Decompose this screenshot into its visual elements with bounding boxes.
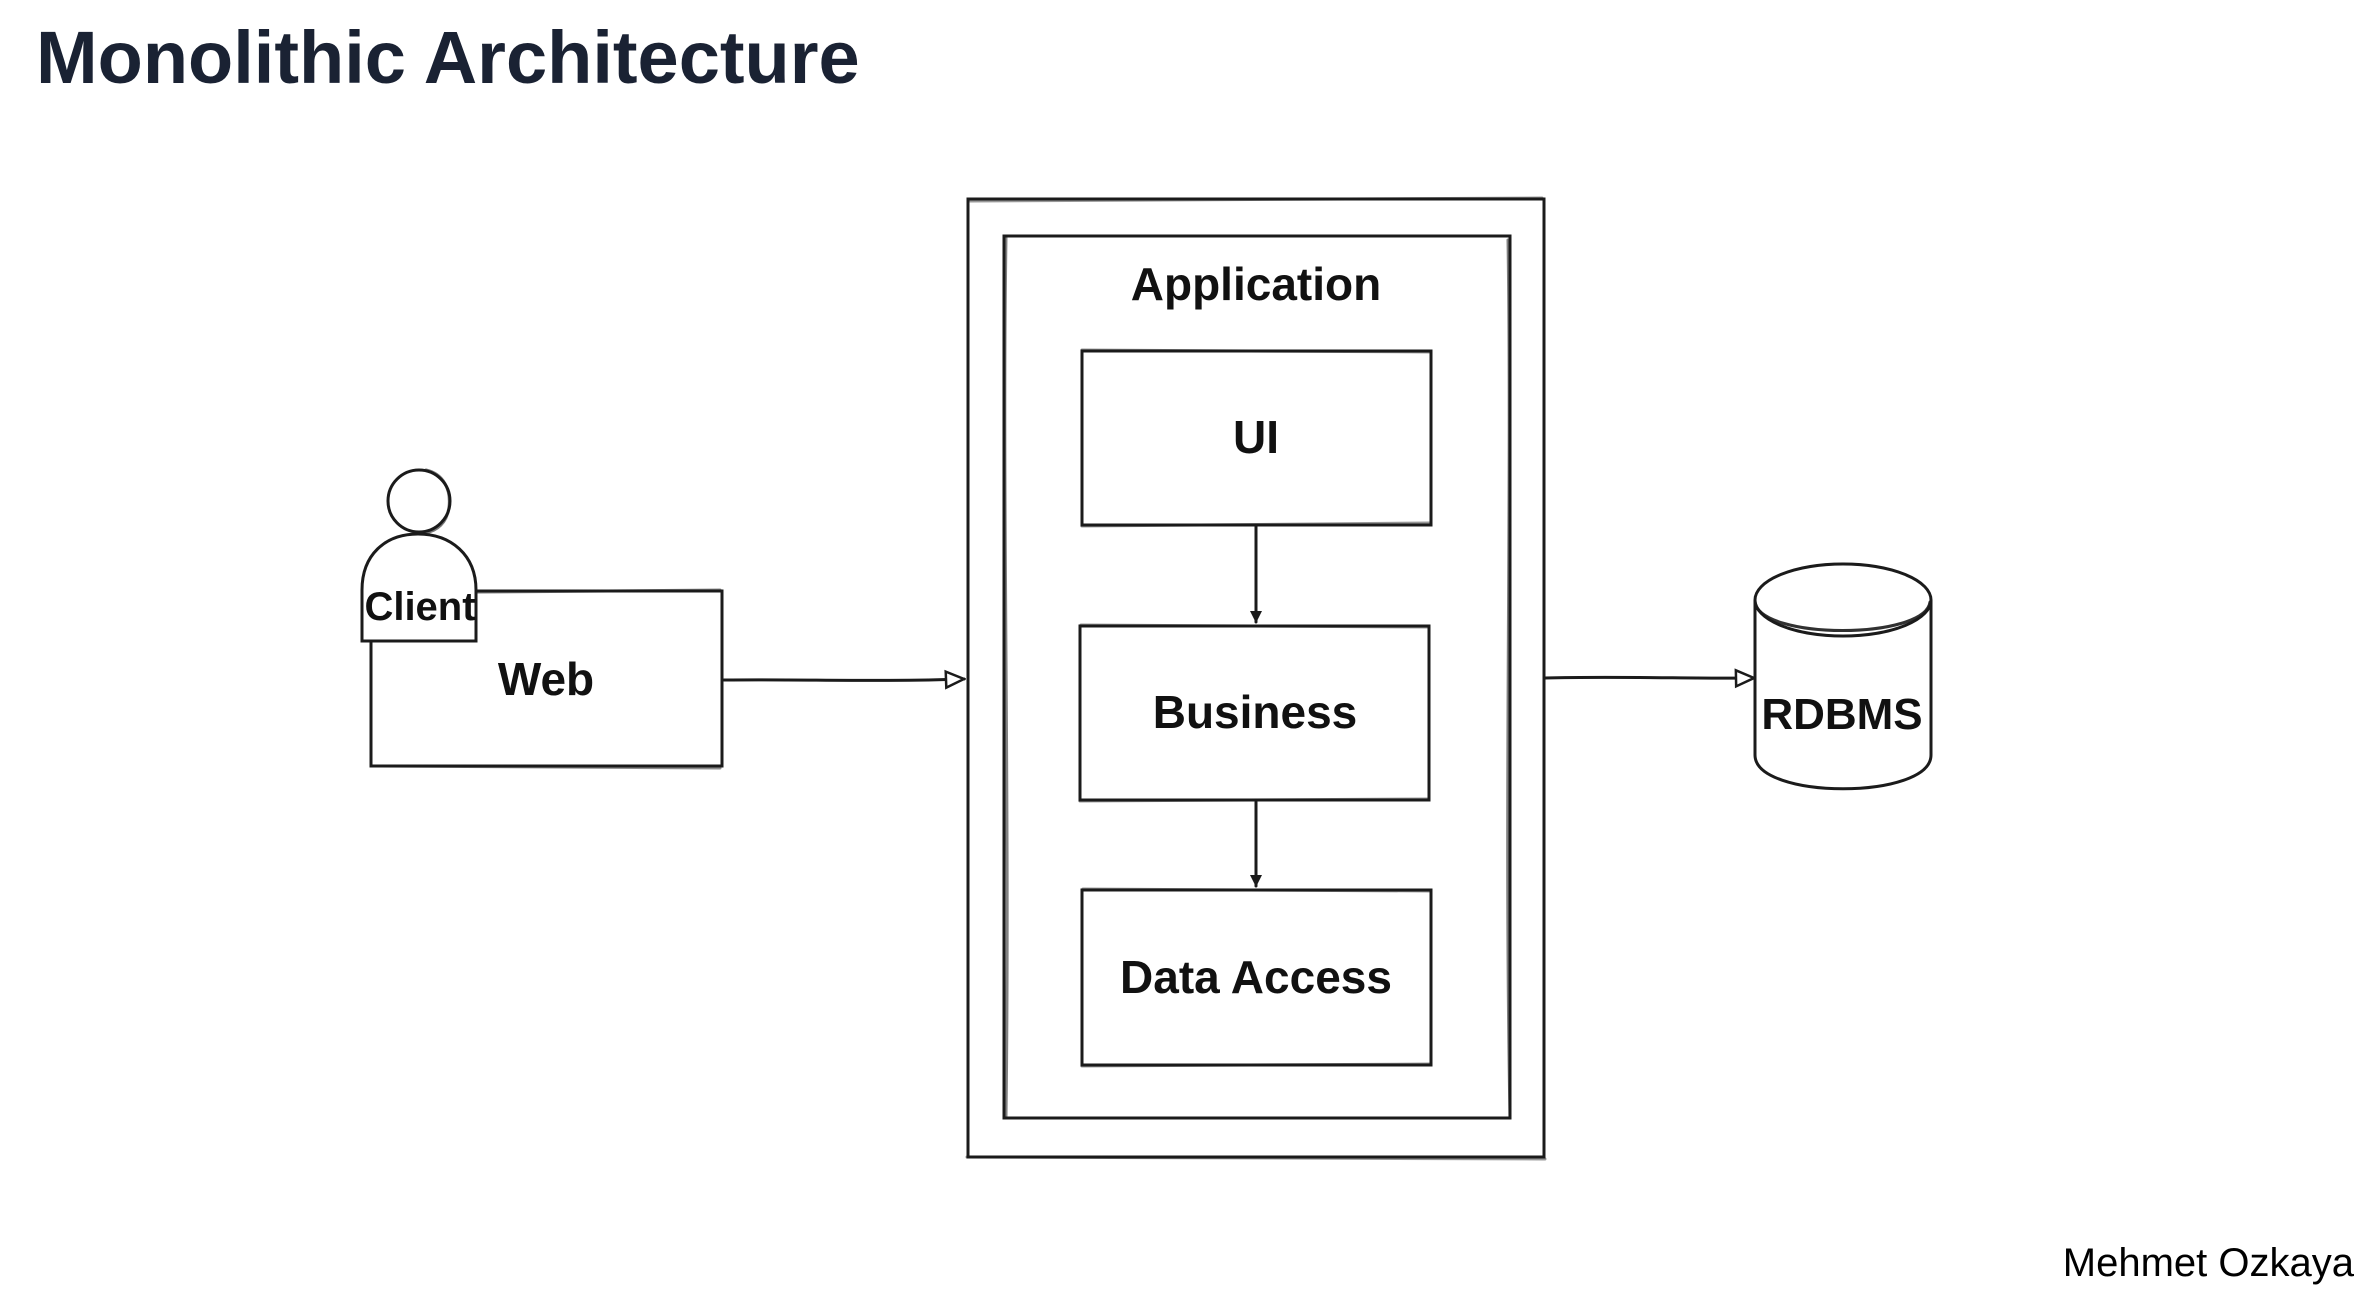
app-to-db-arrow [1543, 677, 1754, 678]
layer-business: Business [1078, 623, 1431, 803]
application-container: Application [965, 196, 1547, 1161]
layer-data-access: Data Access [1080, 887, 1433, 1068]
business-box [1078, 624, 1431, 802]
data-access-label: Data Access [1120, 951, 1392, 1003]
data-access-box [1080, 888, 1433, 1067]
ui-box [1080, 349, 1433, 527]
client-actor: Client [360, 468, 478, 643]
application-label: Application [1131, 258, 1381, 310]
author-credit: Mehmet Ozkaya [2062, 1241, 2354, 1285]
ui-label: UI [1233, 411, 1279, 463]
business-label: Business [1153, 686, 1358, 738]
application-inner-frame [1002, 234, 1512, 1120]
page-title: Monolithic Architecture [36, 16, 860, 99]
db-cylinder-body [1753, 600, 1933, 791]
web-label: Web [498, 653, 594, 705]
client-label: Client [364, 585, 475, 629]
web-to-app-arrow [722, 679, 964, 680]
db-cylinder-top [1753, 562, 1933, 638]
layer-ui: UI [1080, 348, 1433, 528]
rdbms-label: RDBMS [1761, 690, 1922, 739]
client-body-shape [360, 532, 478, 643]
rdbms-database: RDBMS [1753, 562, 1933, 791]
